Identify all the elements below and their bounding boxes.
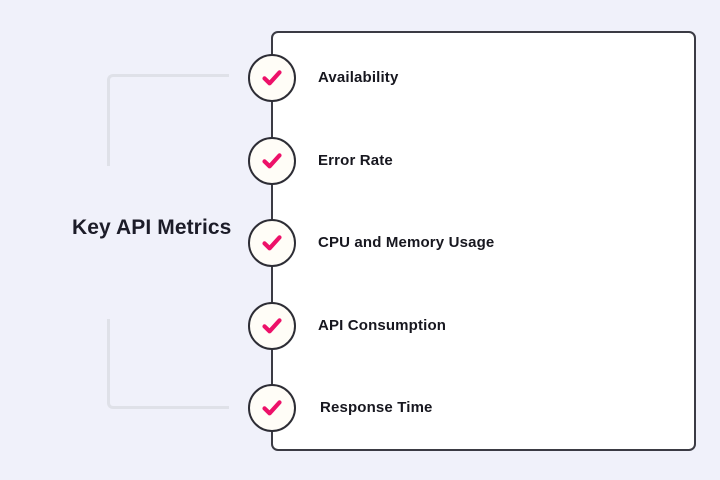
list-item[interactable]: Response Time	[0, 384, 720, 432]
page-title: Key API Metrics	[72, 216, 232, 239]
check-icon	[248, 302, 296, 350]
list-item[interactable]: Error Rate	[0, 137, 720, 185]
check-icon	[248, 137, 296, 185]
check-icon	[248, 219, 296, 267]
list-item-label: Availability	[318, 69, 399, 86]
bracket-top-decoration	[107, 74, 229, 166]
bracket-bottom-decoration	[107, 319, 229, 409]
list-item[interactable]: API Consumption	[0, 302, 720, 350]
list-item-label: CPU and Memory Usage	[318, 234, 495, 251]
check-icon	[248, 384, 296, 432]
list-item-label: Response Time	[320, 399, 433, 416]
list-item[interactable]: CPU and Memory Usage	[0, 219, 720, 267]
list-item-label: API Consumption	[318, 317, 447, 334]
list-item[interactable]: Availability	[0, 54, 720, 102]
metrics-panel	[271, 31, 696, 451]
list-item-label: Error Rate	[318, 152, 393, 169]
check-icon	[248, 54, 296, 102]
